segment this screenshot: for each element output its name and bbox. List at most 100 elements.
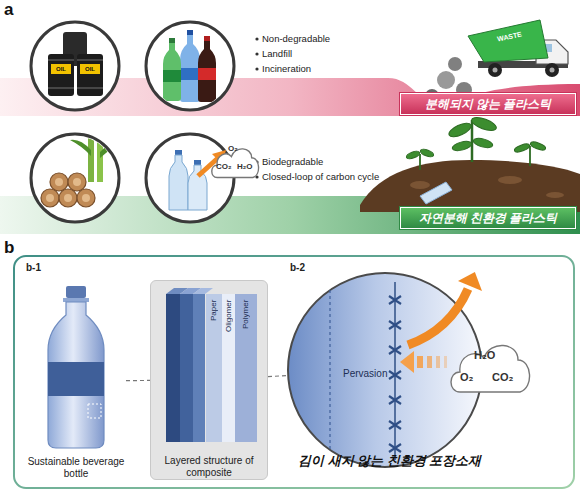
- biomass: [100, 142, 118, 158]
- text-label: OIL: [80, 64, 100, 74]
- plastic-bottles: [163, 30, 216, 102]
- oil-barrels: [80, 64, 100, 74]
- plastic-bottles: [180, 68, 200, 80]
- oil-barrels: [48, 32, 103, 96]
- cloud-shape: [212, 149, 259, 178]
- text-label: OIL: [51, 64, 71, 74]
- biomass: [46, 194, 54, 202]
- soil-mound: [410, 181, 430, 189]
- soil-mound: [498, 176, 522, 184]
- biomass: [77, 189, 95, 207]
- plant-sprouts: [405, 115, 546, 170]
- text-label: 김이 새지 않는 친환경 포장소재: [298, 452, 481, 470]
- text-label: Biodegradable: [262, 156, 323, 167]
- bullet-dots: [255, 67, 258, 70]
- plastic-bottles: [187, 30, 193, 35]
- biomass: [64, 194, 72, 202]
- cloud-outline: [448, 336, 532, 396]
- biomass-circle: [31, 134, 119, 222]
- biomass: [88, 136, 94, 182]
- text-label: a: [4, 0, 13, 20]
- bullet-dots: [255, 37, 258, 40]
- biomass: [68, 173, 86, 191]
- garbage-truck: [493, 68, 498, 73]
- node-text: O₂: [228, 144, 238, 153]
- node-text: Oligomer: [222, 294, 235, 442]
- biomass: [46, 178, 90, 202]
- layer-box: Layered structure of composite PaperOligo…: [150, 280, 268, 480]
- label-tag: 자연분해 친환경 플라스틱: [400, 207, 576, 229]
- node-text: H₂O: [474, 349, 495, 361]
- circle-shape: [288, 273, 482, 467]
- garbage-truck: [488, 63, 502, 77]
- node-text: CO₂: [216, 162, 232, 171]
- oil-barrels: [77, 59, 103, 61]
- node-text: 자연분해 친환경 플라스틱: [401, 208, 575, 228]
- oil-barrels: [48, 59, 74, 61]
- text-label: Non-degradable: [262, 33, 330, 44]
- zoom-connector: [268, 376, 287, 377]
- plant-sprouts: [529, 140, 546, 151]
- label-tag: 분해되지 않는 플라스틱: [400, 93, 576, 115]
- biomass: [70, 140, 91, 156]
- plant-sprouts: [451, 140, 472, 153]
- oil-barrels: [48, 54, 74, 96]
- biomass: [41, 189, 59, 207]
- beverage-bottle: [48, 362, 104, 396]
- soil-mound: [546, 192, 564, 198]
- soil-mound: [360, 160, 580, 212]
- text-label: Landfill: [262, 48, 292, 59]
- plant-sprouts: [529, 146, 531, 166]
- plastic-bottles: [169, 38, 175, 43]
- plastic-bottles: [204, 36, 210, 41]
- node-text: Pervasion: [343, 368, 387, 379]
- oil-barrels: [48, 87, 74, 89]
- biomass: [73, 178, 81, 186]
- biomass: [59, 189, 77, 207]
- node-text: O₂: [460, 371, 473, 383]
- text-label: Incineration: [262, 63, 311, 74]
- beverage-bottle: [48, 286, 104, 448]
- garbage-truck: [468, 20, 568, 77]
- biomass: [97, 142, 103, 182]
- cloud-shape: [451, 345, 530, 392]
- bio-bottles: [194, 160, 201, 165]
- escape-arrow: [458, 272, 482, 291]
- bio-bottles: [169, 150, 207, 210]
- biomass: [55, 178, 63, 186]
- biomass: [41, 136, 118, 207]
- oil-barrels: [77, 87, 103, 89]
- layer-strip: Polymer: [235, 294, 257, 442]
- bio-bottles: [169, 155, 188, 210]
- biomass: [50, 173, 68, 191]
- garbage-pile: [448, 57, 462, 71]
- garbage-pile: [437, 71, 455, 89]
- plant-sprouts: [470, 115, 498, 133]
- gas-cloud: O₂ CO₂ H₂O: [210, 143, 260, 180]
- biomass: [82, 194, 90, 202]
- beverage-bottle: [88, 404, 101, 418]
- plant-sprouts: [419, 148, 434, 158]
- layer-strip: Paper: [206, 294, 222, 442]
- bottle-figure: Sustainable beverage bottle: [26, 282, 126, 480]
- garbage-truck: [550, 68, 555, 73]
- oil-barrels: [77, 54, 103, 96]
- node-text: Layered structure of composite: [151, 455, 267, 479]
- node-text: H₂O: [237, 162, 253, 171]
- plant-sprouts: [419, 154, 421, 170]
- oil-barrels: [51, 64, 71, 74]
- node-text: 분해되지 않는 플라스틱: [401, 94, 575, 114]
- text-label: b: [4, 238, 14, 258]
- zoom-circle: Pervasion: [287, 272, 483, 468]
- layer-strip: Oligomer: [222, 294, 235, 442]
- soil-mound: [360, 160, 580, 212]
- beverage-bottle: [48, 302, 104, 448]
- plant-sprouts: [405, 150, 420, 160]
- plastic-bottles: [198, 41, 216, 102]
- panel-frame: [14, 256, 574, 488]
- plastic-bottles: [180, 35, 200, 102]
- biomass: [41, 173, 95, 207]
- plastic-bottles: [198, 68, 216, 80]
- node-text: Paper: [206, 294, 222, 442]
- soil-mound: [420, 182, 452, 204]
